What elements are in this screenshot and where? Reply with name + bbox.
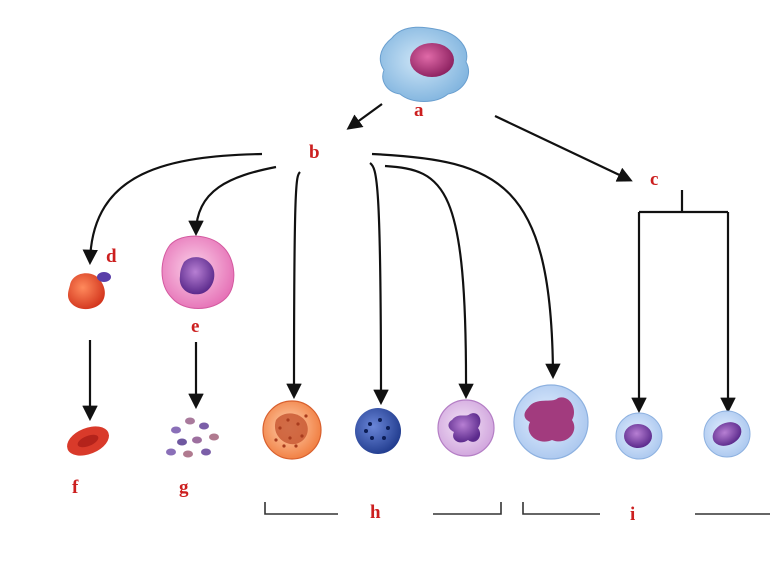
monocyte — [513, 384, 589, 460]
t-lymphocyte — [615, 412, 663, 460]
split-c — [639, 190, 728, 214]
label-g: g — [179, 477, 189, 498]
platelets — [166, 417, 219, 458]
brackets — [264, 502, 770, 515]
arrow-a-to-c — [494, 115, 633, 182]
arrow-b-to-e — [188, 165, 277, 237]
b-lymphocyte — [703, 410, 751, 458]
label-h: h — [370, 502, 381, 523]
label-a: a — [414, 100, 424, 121]
arrow-b-to-neutrophil — [384, 164, 474, 400]
basophil — [355, 408, 401, 454]
arrow-b-to-basophil — [369, 162, 389, 406]
label-b: b — [309, 142, 320, 163]
labels: a b c d e f g h i — [72, 100, 658, 525]
red-blood-cell — [67, 426, 109, 456]
bracket-h-left — [264, 502, 338, 515]
arrow-b-to-monocyte — [371, 152, 561, 380]
arrow-b-to-d — [82, 152, 263, 266]
megakaryocyte — [161, 235, 235, 309]
arrows — [82, 103, 736, 422]
label-f: f — [72, 477, 79, 498]
label-i: i — [630, 504, 635, 525]
label-d: d — [106, 246, 117, 267]
arrow-a-to-b — [346, 103, 383, 130]
bracket-i-left — [522, 502, 600, 515]
arrow-b-to-eosinophil — [286, 171, 302, 400]
label-c: c — [650, 169, 658, 190]
eosinophil — [262, 400, 322, 460]
label-e: e — [191, 316, 199, 337]
bracket-h-right — [433, 502, 502, 515]
erythroblast — [68, 272, 111, 310]
neutrophil — [437, 399, 495, 457]
stem-cell — [379, 26, 470, 102]
